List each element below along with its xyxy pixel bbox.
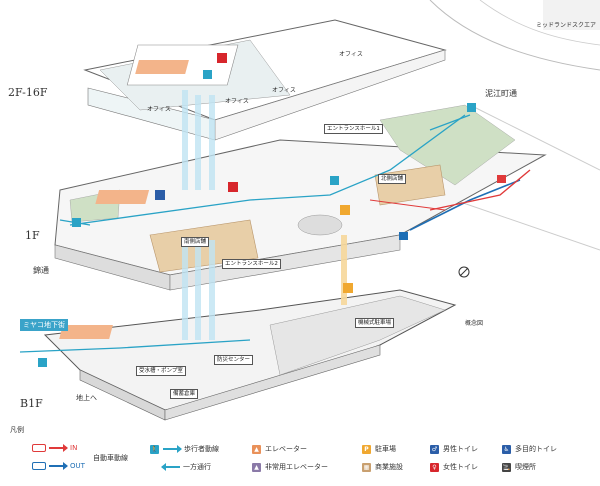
- entrance-hall-1-label: エントランスホール1: [324, 124, 383, 134]
- arrow-ped-icon: [163, 445, 182, 453]
- one-way-arrow-icon: [162, 466, 180, 468]
- legend-out: OUT: [32, 462, 85, 470]
- floor-2f-16f-label: 2F-16F: [8, 86, 48, 99]
- legend-title: 凡例: [10, 426, 24, 434]
- female-toilet-icon: ♀: [430, 462, 439, 472]
- entrance-hall-2-label: エントランスホール2: [222, 259, 281, 269]
- arrow-out-icon: [49, 462, 68, 470]
- pump-room-label: 受水槽・ポンプ室: [136, 366, 186, 376]
- car-in-icon: [32, 444, 46, 452]
- warehouse-label: 備蓄倉庫: [170, 389, 199, 399]
- street-nishiki-label: 錦通: [33, 266, 49, 275]
- legend-one-way: 一方通行: [150, 462, 211, 472]
- midland-square-label: ミッドランドスクエア: [536, 22, 597, 29]
- office-label: オフィス: [339, 51, 363, 58]
- arrow-in-icon: [49, 444, 68, 452]
- south-shop-label: 南側店舗: [181, 237, 210, 247]
- office-label: オフィス: [272, 87, 296, 94]
- multipurpose-toilet-icon: ♿: [502, 444, 511, 454]
- car-out-icon: [32, 462, 46, 470]
- mechanical-parking-label: 機械式駐車場: [355, 318, 395, 328]
- legend-in: IN: [32, 444, 77, 452]
- to-ground-label: 地上へ: [76, 394, 97, 402]
- north-shop-label: 北側店舗: [378, 174, 407, 184]
- smoking-icon: 🚬: [502, 462, 511, 472]
- legend-male-toilet: ♂ 男性トイレ: [430, 444, 478, 454]
- overview-label: 概念図: [465, 320, 484, 327]
- legend-smoking: 🚬 喫煙所: [502, 462, 536, 472]
- elevator-icon: ▲: [252, 444, 261, 454]
- street-koe-label: 泥江町通: [485, 89, 517, 98]
- legend-parking: P 駐車場: [362, 444, 396, 454]
- emergency-elevator-icon: ▲: [252, 462, 261, 472]
- legend-female-toilet: ♀ 女性トイレ: [430, 462, 478, 472]
- legend-ped-flow: 🚶 歩行者動線: [150, 444, 219, 454]
- commercial-icon: ▦: [362, 462, 371, 472]
- legend-car-flow: 自動車動線: [93, 454, 128, 462]
- floor-b1f-label: B1F: [20, 397, 43, 410]
- office-label: オフィス: [147, 106, 171, 113]
- miyako-underground-label: ミヤコ地下街: [20, 319, 68, 331]
- male-toilet-icon: ♂: [430, 444, 439, 454]
- legend-multi-toilet: ♿ 多目的トイレ: [502, 444, 557, 454]
- disaster-center-label: 防災センター: [214, 355, 254, 365]
- legend-commercial: ▦ 商業施設: [362, 462, 403, 472]
- legend-emergency-elevator: ▲ 非常用エレベーター: [252, 462, 328, 472]
- legend-elevator: ▲ エレベーター: [252, 444, 307, 454]
- floor-1f-label: 1F: [25, 229, 40, 242]
- parking-icon: P: [362, 444, 371, 454]
- pedestrian-icon: 🚶: [150, 444, 159, 454]
- office-label: オフィス: [225, 98, 249, 105]
